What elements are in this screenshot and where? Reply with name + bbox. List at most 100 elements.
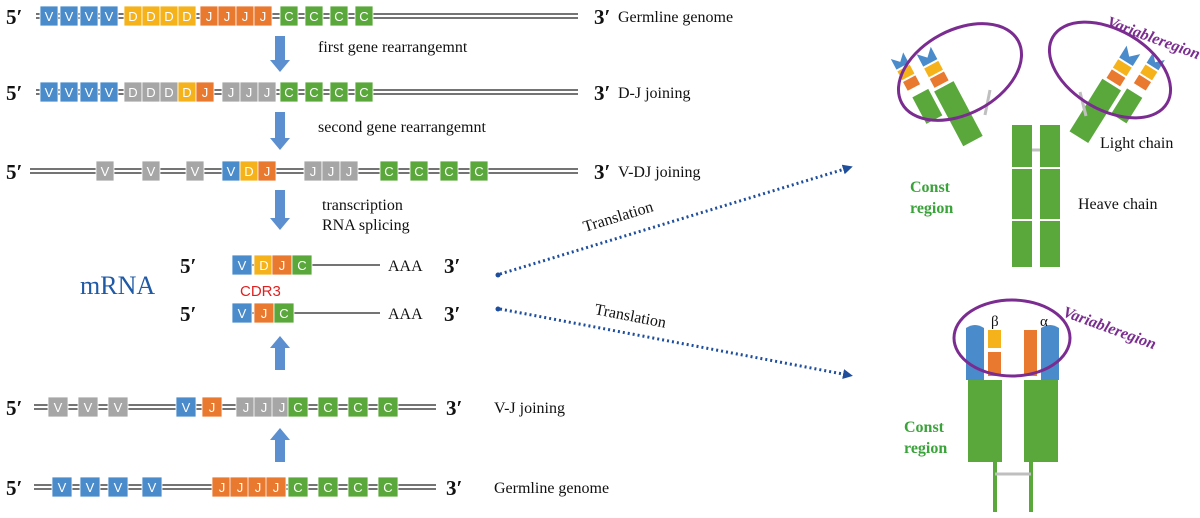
- gene-segment-c-label: C: [297, 258, 306, 273]
- gene-segment-j: [195, 81, 215, 103]
- heavy-chain-stem-right: [1040, 125, 1060, 267]
- gene-segment-v: [39, 81, 59, 103]
- gene-segment-excised-label: J: [279, 400, 286, 415]
- gene-segment-j: [253, 5, 273, 27]
- row-description-label: V-DJ joining: [618, 164, 701, 181]
- gene-segment-v-label: V: [238, 306, 247, 321]
- heavy-chain-stem-left: [1012, 125, 1032, 267]
- gene-segment-c-label: C: [353, 480, 362, 495]
- poly-a-tail-label: AAA: [388, 258, 423, 275]
- step-arrow-germline-to-vj: [270, 428, 290, 462]
- gene-segment-excised-label: D: [128, 85, 137, 100]
- translation-arrow-bottom-start-dot: [495, 306, 501, 312]
- gene-segment-c: [377, 476, 399, 498]
- row-description-label: Germline genome: [618, 9, 733, 26]
- gene-segment-v-label: V: [45, 9, 54, 24]
- gene-segment-j: [265, 476, 287, 498]
- gene-segment-d-label: D: [182, 9, 191, 24]
- step-second-rearrangement: second gene rearrangemnt: [318, 119, 486, 136]
- tcr-variable-ellipse: [952, 298, 1072, 378]
- translation-arrow-top-start-dot: [495, 272, 501, 278]
- gene-segment-excised-label: V: [54, 400, 63, 415]
- gene-segment-v-label: V: [148, 480, 157, 495]
- gene-segment-excised-label: V: [147, 164, 156, 179]
- gene-segment-v-label: V: [85, 85, 94, 100]
- left-arm-heavy-variable: [916, 46, 938, 67]
- row-description-label: V-J joining: [494, 400, 565, 417]
- gene-segment-excised-label: J: [246, 85, 253, 100]
- gene-segment-c: [347, 476, 369, 498]
- gene-segment-j-label: J: [260, 9, 267, 24]
- step-arrow-first: [270, 36, 290, 72]
- gene-segment-d: [177, 5, 197, 27]
- gene-segment-c-label: C: [293, 480, 302, 495]
- gene-segment-d-label: D: [164, 9, 173, 24]
- right-arm-heavy-j: [1106, 69, 1126, 87]
- gene-segment-c: [317, 476, 339, 498]
- right-arm-light-variable: [1146, 52, 1165, 71]
- antibody-const-label-line1: Const: [910, 179, 951, 196]
- tcr-beta-constant: [968, 380, 1002, 462]
- gene-segment-excised: [47, 396, 69, 418]
- gene-segment-v-label: V: [227, 164, 236, 179]
- left-arm-heavy-j: [929, 71, 949, 88]
- gene-segment-c: [409, 160, 429, 182]
- tcr-beta-label: β: [991, 314, 999, 330]
- right-arm-heavy-d: [1112, 59, 1132, 77]
- right-arm-light-constant: [1111, 88, 1143, 124]
- gene-segment-v: [175, 396, 197, 418]
- gene-segment-j-label: J: [261, 306, 268, 321]
- gene-segment-excised-label: J: [264, 85, 271, 100]
- gene-segment-v: [39, 5, 59, 27]
- left-arm-light-constant: [912, 88, 943, 124]
- gene-segment-c-label: C: [359, 85, 368, 100]
- gene-segment-v: [59, 5, 79, 27]
- gene-segment-excised: [185, 160, 205, 182]
- gene-segment-v: [59, 81, 79, 103]
- tcr-alpha-label: α: [1040, 314, 1048, 330]
- gene-segment-c: [329, 81, 349, 103]
- gene-segment-v-label: V: [45, 85, 54, 100]
- gene-segment-excised: [141, 160, 161, 182]
- step-arrow-transcription: [270, 190, 290, 230]
- right-arm-heavy-variable: [1119, 45, 1141, 66]
- step-transcription: transcription: [322, 197, 403, 214]
- gene-segment-excised-label: J: [310, 164, 317, 179]
- gene-segment-excised-label: J: [228, 85, 235, 100]
- gene-segment-c-label: C: [334, 85, 343, 100]
- mrna-label: mRNA: [80, 271, 155, 300]
- gene-segment-v-label: V: [65, 9, 74, 24]
- gene-segment-excised: [107, 396, 129, 418]
- gene-segment-j-label: J: [206, 9, 213, 24]
- gene-segment-d-label: D: [259, 258, 268, 273]
- gene-segment-excised: [95, 160, 115, 182]
- three-prime-label: 3′: [446, 476, 462, 500]
- gene-segment-excised: [77, 396, 99, 418]
- step-rna-splicing: RNA splicing: [322, 217, 410, 234]
- gene-segment-c-label: C: [444, 164, 453, 179]
- gene-segment-c-label: C: [323, 400, 332, 415]
- gene-segment-excised-label: J: [328, 164, 335, 179]
- step-first-rearrangement: first gene rearrangemnt: [318, 39, 468, 56]
- gene-segment-d-label: D: [128, 9, 137, 24]
- left-arm-heavy-d: [924, 60, 943, 78]
- gene-segment-c-label: C: [334, 9, 343, 24]
- gene-segment-excised-label: D: [146, 85, 155, 100]
- antibody-heavy-chain-label: Heave chain: [1078, 196, 1158, 213]
- right-arm-linker: [1078, 91, 1088, 117]
- gene-segment-v: [79, 476, 101, 498]
- gene-segment-v: [99, 5, 119, 27]
- gene-segment-excised: [339, 160, 359, 182]
- antibody-const-label-line2: region: [910, 200, 953, 217]
- antibody-variable-ellipse-right: [1047, 20, 1173, 120]
- left-arm-light-j: [903, 75, 921, 91]
- gene-segment-d-label: D: [146, 9, 155, 24]
- left-arm-heavy-constant: [934, 81, 983, 147]
- gene-segment-c: [279, 81, 299, 103]
- gene-segment-excised-label: V: [84, 400, 93, 415]
- gene-segment-c-label: C: [474, 164, 483, 179]
